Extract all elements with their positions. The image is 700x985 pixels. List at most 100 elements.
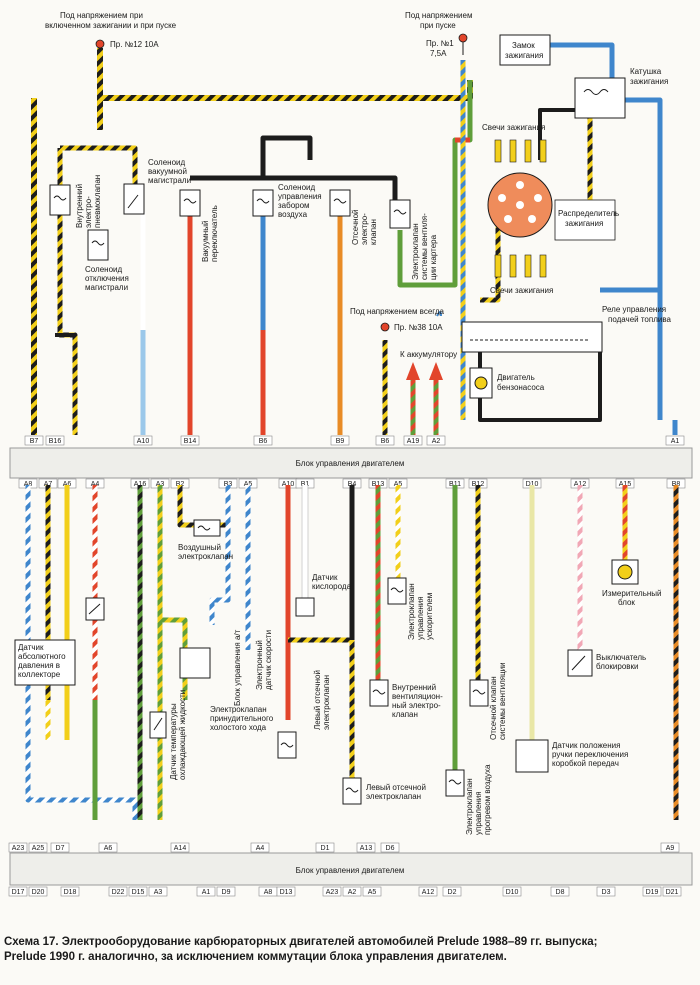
coil-icon	[53, 195, 67, 201]
meter-icon	[617, 564, 633, 580]
left-cutoff2-box	[342, 777, 362, 805]
pin-tab	[24, 435, 44, 446]
pin-tab	[250, 842, 270, 853]
wire-black-bus	[190, 175, 398, 210]
pin-label: D9	[222, 889, 231, 896]
pin-label: D6	[386, 845, 395, 852]
fuse1-icon	[458, 33, 468, 43]
lock-switch-box	[567, 649, 593, 677]
speed-unit-box	[179, 647, 211, 679]
pin-tab	[342, 886, 362, 897]
pin-label: A15	[619, 481, 632, 488]
pin-label: D2	[448, 889, 457, 896]
pin-label: B13	[372, 481, 385, 488]
pin-label: A10	[282, 481, 295, 488]
ecu-title: Блок управления двигателем	[296, 459, 405, 468]
pin-label: B14	[184, 438, 197, 445]
spark-bottom-label: Свечи зажигания	[490, 286, 553, 295]
pin-tab	[322, 886, 342, 897]
pin-label: A1	[671, 438, 680, 445]
pin-tab	[380, 842, 400, 853]
pin-label: A1	[202, 889, 211, 896]
pin-label: D10	[506, 889, 519, 896]
pin-tab	[330, 435, 350, 446]
pin-label: D10	[526, 481, 539, 488]
arrow-a2-icon	[429, 362, 443, 380]
wire-dist-yb	[480, 200, 501, 303]
vent-cutoff-label: Отсечной клапансистемы вентиляции	[489, 662, 507, 740]
pin-tab	[403, 435, 423, 446]
pin-label: A13	[360, 845, 373, 852]
relay-box	[461, 321, 603, 353]
pin-tab	[216, 886, 236, 897]
pin-label: B12	[472, 481, 485, 488]
distributor-label-box	[554, 199, 616, 241]
fuses	[95, 33, 468, 332]
pin-tab	[642, 886, 662, 897]
pin-label: B1	[301, 481, 310, 488]
pin-label: B4	[348, 481, 357, 488]
pin-label: A5	[244, 481, 253, 488]
pin-label: A3	[156, 481, 165, 488]
speed-unit-label: Блок управления а/т	[233, 629, 242, 706]
pin-label: A12	[574, 481, 587, 488]
caption-line-1: Схема 17. Электрооборудование карбюратор…	[4, 936, 598, 948]
pin-tab	[196, 886, 216, 897]
left-cutoff-v-label: Левый отсечнойэлектроклапан	[313, 670, 331, 730]
pin-label: D3	[602, 889, 611, 896]
upper-wiring	[31, 42, 678, 435]
spark-plugs-top	[494, 139, 547, 163]
pin-label: D15	[132, 889, 145, 896]
pin-label: D1	[321, 845, 330, 852]
ign-lock-box	[499, 34, 551, 66]
wire-black-top	[260, 135, 313, 178]
pin-tab	[253, 435, 273, 446]
pin-label: A23	[326, 889, 339, 896]
air-preheat-box	[445, 769, 465, 797]
pin-label: B2	[176, 481, 185, 488]
pin-tab	[133, 435, 153, 446]
pin-label: A9	[666, 845, 675, 852]
pin-tab	[45, 435, 65, 446]
components-lower	[14, 519, 639, 805]
wire-b1-outline	[301, 485, 309, 600]
pin-label: D18	[64, 889, 77, 896]
wire-vacsol	[60, 145, 138, 185]
pin-tab	[50, 842, 70, 853]
vac-switch-box	[179, 189, 201, 217]
crankcase-valve-label: Электроклапансистемы вентиля-ции картера	[411, 213, 438, 280]
pin-label: B11	[449, 481, 461, 488]
cutoff-valve-label: Отсечнойэлектро-клапан	[351, 210, 378, 245]
pin-label: A6	[104, 845, 113, 852]
pin-tab	[665, 435, 685, 446]
pin-tab	[550, 886, 570, 897]
coolant-label: Датчик температурыохлаждающей жидкости	[169, 690, 187, 780]
lower-wiring	[25, 485, 679, 820]
gear-sensor-box	[515, 739, 549, 773]
pin-tab	[28, 842, 48, 853]
battery-label: К аккумулятору	[400, 350, 457, 359]
distributor	[487, 139, 616, 278]
pin-tab	[418, 886, 438, 897]
vac-switch-label: Вакуумныйпереключатель	[201, 205, 219, 262]
map-sensor-box	[14, 639, 76, 686]
pin-tab	[375, 435, 395, 446]
fuse12-icon	[95, 39, 105, 49]
pin-label: A14	[174, 845, 187, 852]
